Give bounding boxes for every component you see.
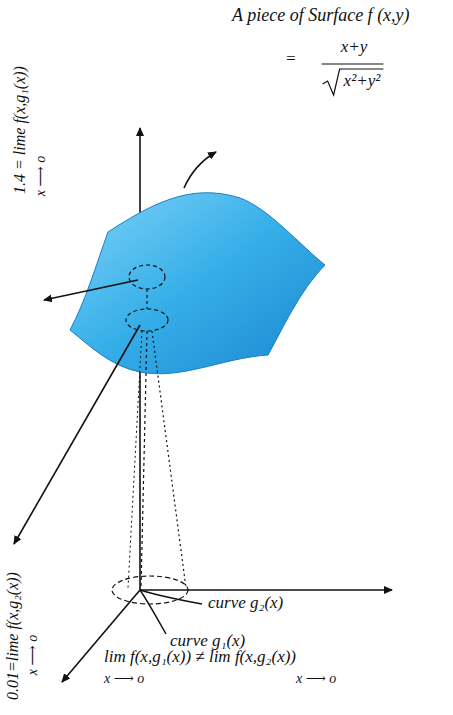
curve-label: curve g₂(x) — [208, 594, 283, 613]
radical-sign — [323, 69, 384, 95]
limit-point-ring — [129, 265, 165, 289]
denominator: x²+y² — [344, 72, 381, 91]
limit-value-g1: 1.4 = lime f(x,g₁(x)) — [11, 66, 29, 194]
inequality-statement: lim f(x,g₁(x)) ≠ lim f(x,g₂(x)) — [104, 648, 296, 667]
leader-arrow — [44, 280, 138, 300]
curved-arrow — [184, 152, 216, 188]
projection-line — [152, 331, 186, 588]
surface-title: A piece of Surface f (x,y) — [232, 6, 410, 26]
limit-subscript: x ⟶ o — [104, 671, 144, 686]
curve-g2 — [140, 590, 202, 604]
numerator: x+y — [341, 38, 368, 57]
fraction-bar — [322, 63, 384, 64]
limit-point-ring — [126, 309, 168, 331]
projection-line — [146, 289, 147, 309]
limit-subscript: x ⟶ o — [25, 635, 40, 675]
limit-subscript: x ⟶ o — [33, 156, 48, 196]
y-axis — [140, 589, 392, 591]
projection-line — [141, 331, 147, 588]
equals-sign: = — [285, 50, 296, 69]
curve-g1 — [140, 590, 166, 634]
x-axis — [62, 590, 140, 682]
limit-subscript: x ⟶ o — [296, 671, 336, 686]
limit-value-g2: 0.01=lime f(x,g₂(x)) — [4, 572, 22, 700]
origin-neighbourhood — [112, 576, 188, 604]
leader-arrow — [14, 325, 140, 544]
surface — [70, 193, 325, 374]
projection-line — [128, 331, 142, 588]
